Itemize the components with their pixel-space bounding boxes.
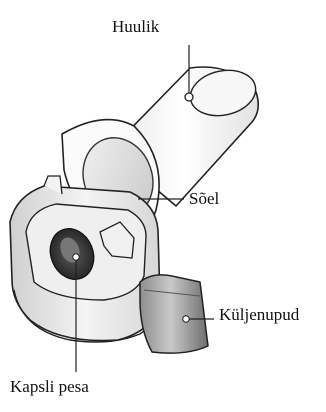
label-capsule-chamber: Kapsli pesa	[10, 378, 89, 395]
side-button-marker-dot	[183, 316, 189, 322]
mouthpiece-marker-dot	[185, 93, 193, 101]
label-mesh: Sõel	[189, 190, 219, 207]
inhaler-base	[10, 176, 160, 342]
side-button	[140, 275, 208, 353]
label-side-buttons: Küljenupud	[219, 306, 299, 323]
label-mouthpiece: Huulik	[112, 18, 159, 35]
capsule-chamber-marker-dot	[73, 254, 79, 260]
